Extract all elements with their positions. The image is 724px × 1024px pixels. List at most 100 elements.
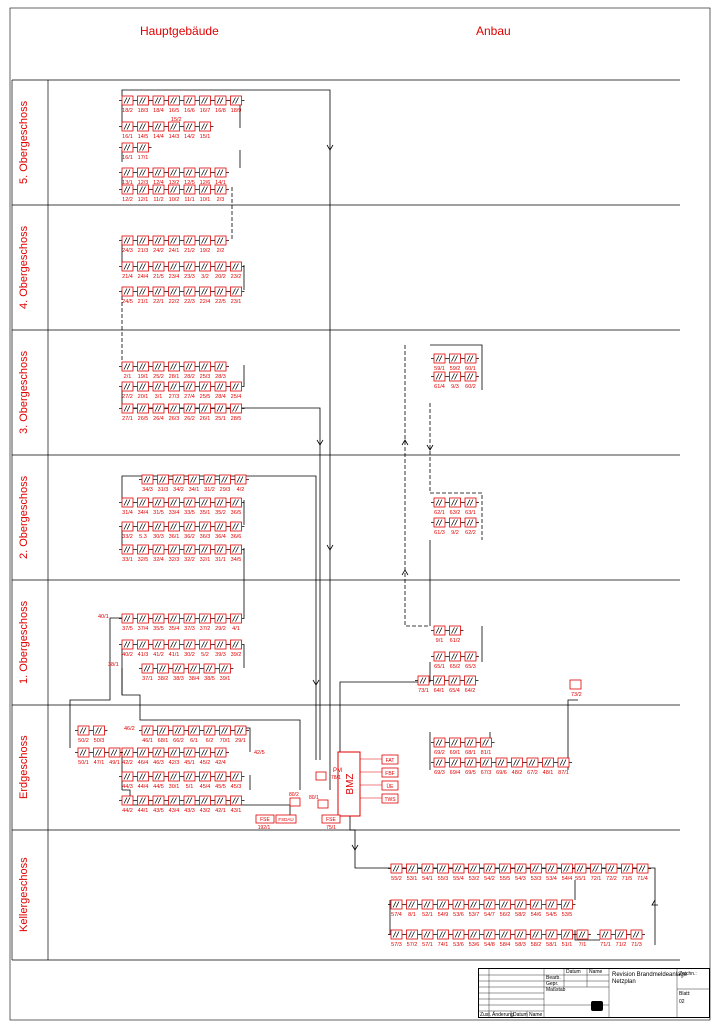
smoke-detector-icon [499,863,511,874]
detector-symbol-mark [174,727,182,734]
smoke-detector-icon [152,544,165,555]
tb-name-2: Name [529,1012,543,1018]
detector-label: 44/5 [153,784,164,790]
smoke-detector-icon [483,929,496,940]
detector-label: 22/3 [184,299,195,305]
detector-symbol-mark [190,476,197,483]
smoke-detector-icon [137,142,149,153]
detector-symbol-mark [408,865,415,872]
detector-symbol-mark [159,476,166,483]
detector-label: 58/4 [500,942,511,948]
pm-box [315,771,327,781]
detector-symbol-mark [123,773,131,780]
detector-symbol-mark [154,797,162,804]
detector-symbol-mark [617,931,624,938]
smoke-detector-icon [561,863,573,874]
smoke-detector-icon [183,184,196,195]
smoke-detector-icon [214,795,227,806]
detector-symbol-mark [451,499,458,506]
detector-label: 25/2 [153,374,164,380]
detector-label: 5.3 [139,534,147,540]
smoke-detector-icon [183,381,196,392]
detector-symbol-mark [123,169,131,176]
smoke-detector-icon [390,929,403,940]
detector-symbol-mark [143,665,151,672]
detector-symbol-mark [216,405,224,412]
fsdau-box [275,814,297,824]
tb-massstab: Maßstab [546,987,566,993]
smoke-detector-icon [199,235,211,246]
smoke-detector-icon [219,474,231,485]
detector-symbol-mark [139,186,146,193]
floor-label: 1. Obergeschoss [18,600,30,685]
detector-symbol-mark [435,355,443,362]
detector-symbol-mark [185,405,193,412]
smoke-detector-icon [219,663,231,674]
smoke-detector-icon [545,929,558,940]
detector-symbol-mark [216,169,224,176]
smoke-detector-icon [390,863,403,874]
detector-symbol-mark [154,405,162,412]
detector-label: 45/4 [200,784,211,790]
smoke-detector-icon [141,725,154,736]
detector-label: 22/5 [215,299,226,305]
detector-symbol-mark [392,865,400,872]
smoke-detector-icon [199,95,211,106]
detector-symbol-mark [170,546,177,553]
detector-symbol-mark [110,749,118,756]
smoke-detector-icon [576,929,589,940]
smoke-detector-icon [199,497,211,508]
detector-label: 36/4 [215,534,226,540]
detector-label: 43/4 [169,808,180,814]
smoke-detector-icon [449,517,461,528]
detector-label: 61/2 [450,638,461,644]
tb-zust: Zust. [480,1012,492,1018]
detector-label: 55/4 [453,876,464,882]
detector-label: 24/3 [122,248,133,254]
drawing-frame [9,7,711,1021]
detector-symbol-mark [201,383,208,390]
detector-label: 71/5 [622,876,633,882]
tb-name: Name [589,969,603,975]
tws-box [381,793,399,804]
detector-symbol-mark [485,931,493,938]
detector-symbol-mark [185,123,193,130]
detector-label: 29/2 [215,626,226,632]
detector-label: 12/5 [184,180,195,186]
detector-label: 70/1 [220,738,231,744]
detector-symbol-mark [216,615,224,622]
detector-label: 58/1 [546,942,557,948]
detector-symbol-mark [466,519,474,526]
detector-symbol-mark [201,641,208,648]
detector-label: 65/1 [434,664,445,670]
smoke-detector-icon [121,497,134,508]
detector-label: 45/1 [184,760,195,766]
side-label: 46/2 [124,726,135,732]
detector-symbol-mark [632,931,640,938]
detector-symbol-mark [123,363,131,370]
smoke-detector-icon [569,679,582,690]
smoke-detector-icon [464,497,477,508]
detector-symbol-mark [216,523,224,530]
detector-label: 67/2 [527,770,538,776]
smoke-detector-icon [214,544,227,555]
smoke-detector-icon [561,899,573,910]
detector-label: 55/5 [500,876,511,882]
detector-label: 27/4 [184,394,195,400]
smoke-detector-icon [93,747,105,758]
smoke-detector-icon [168,521,180,532]
fat-box [381,754,399,765]
bmz-box [337,751,361,817]
detector-label: 59/1 [434,366,445,372]
detector-symbol-mark [185,749,193,756]
detector-label: 23/4 [169,274,180,280]
detector-symbol-mark [221,727,228,734]
detector-label: 23/2 [231,274,242,280]
detector-label: 32/1 [200,557,211,563]
smoke-detector-icon [437,863,449,874]
detector-label: 50/1 [78,760,89,766]
detector-label: 36/5 [231,510,242,516]
